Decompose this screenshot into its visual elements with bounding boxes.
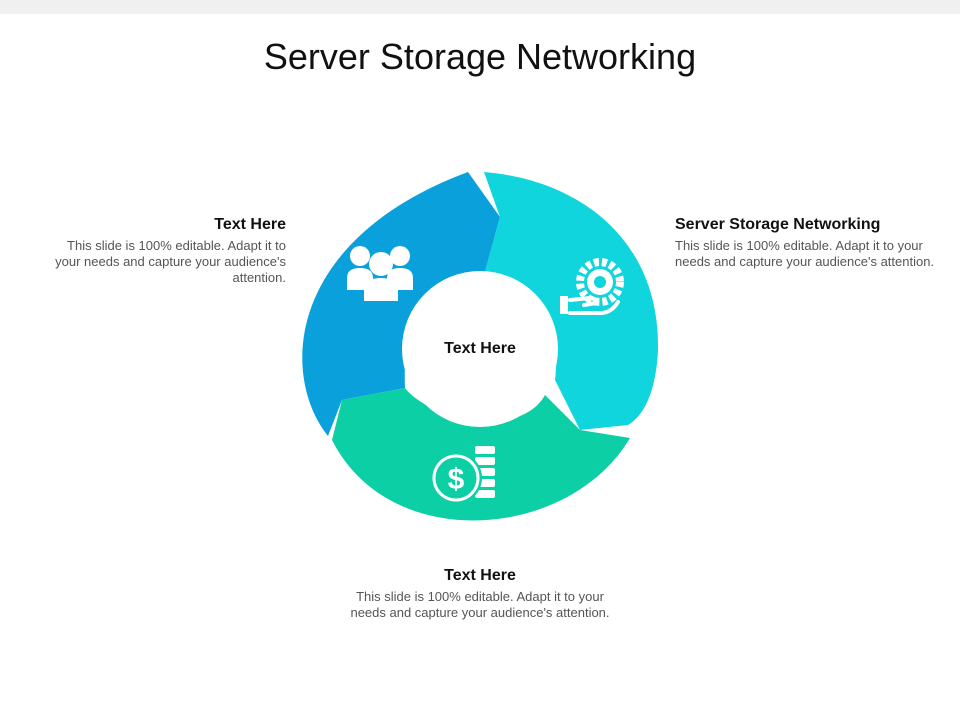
heading-bottom: Text Here	[444, 567, 516, 584]
segment-left	[302, 172, 500, 436]
svg-text:$: $	[448, 463, 465, 496]
top-strip	[0, 0, 960, 14]
dollar-coins-icon: $	[430, 446, 495, 504]
text-block-right: Server Storage Networking This slide is …	[675, 216, 935, 270]
segment-bottom	[332, 388, 630, 521]
body-left: This slide is 100% editable. Adapt it to…	[55, 238, 286, 285]
gear-hand-icon	[560, 258, 624, 315]
users-icon	[347, 246, 413, 301]
center-circle	[402, 271, 558, 427]
heading-left: Text Here	[214, 216, 286, 233]
heading-right: Server Storage Networking	[675, 216, 881, 233]
center-label: Text Here	[444, 340, 516, 357]
body-bottom: This slide is 100% editable. Adapt it to…	[350, 589, 610, 620]
text-block-left: Text Here This slide is 100% editable. A…	[40, 216, 286, 286]
body-right: This slide is 100% editable. Adapt it to…	[675, 238, 935, 269]
text-block-bottom: Text Here This slide is 100% editable. A…	[350, 567, 610, 621]
slide-title: Server Storage Networking	[263, 36, 697, 77]
